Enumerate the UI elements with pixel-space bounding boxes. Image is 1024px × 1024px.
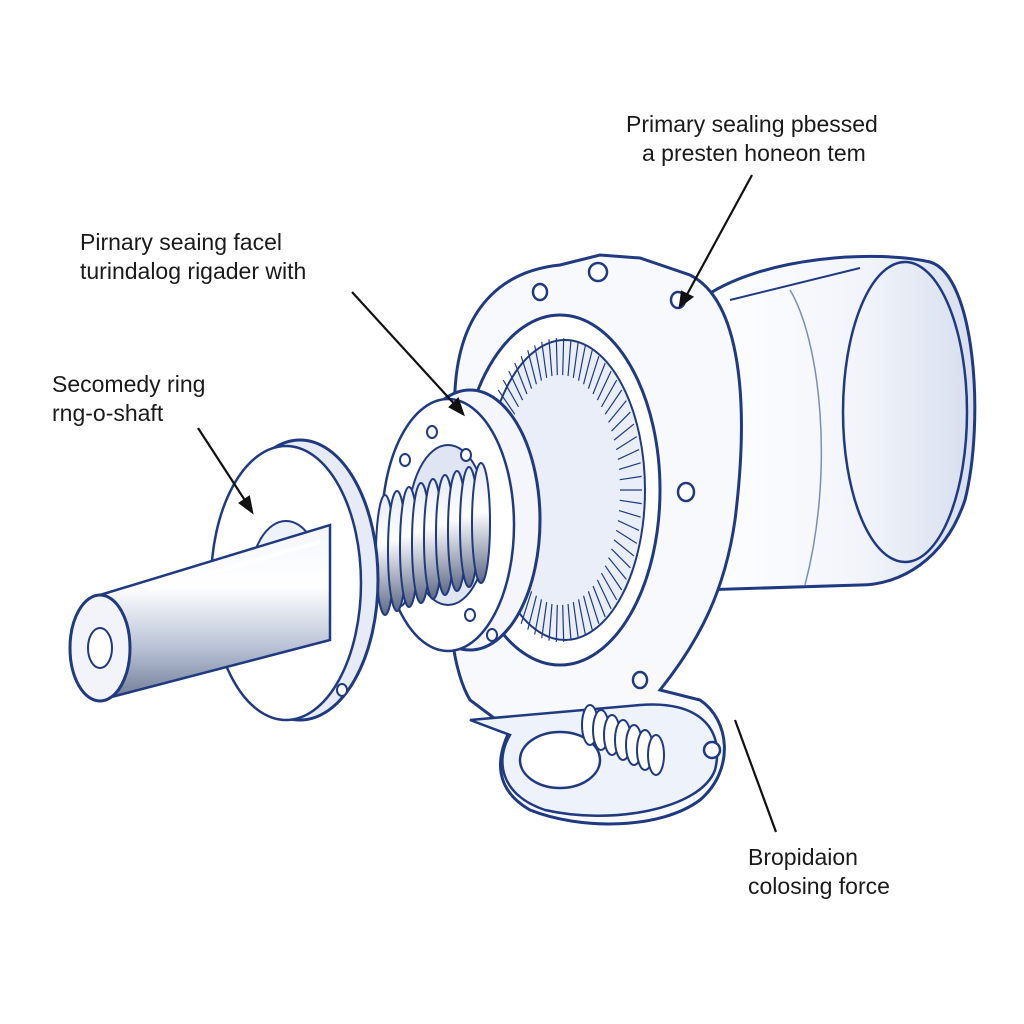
label-line: rng-o-shaft [52,400,164,426]
label-closing-force: Bropidaion colosing force [748,843,890,901]
rib-line [613,423,635,441]
rib-line [604,565,623,591]
rib-line [497,389,516,415]
rib-line [520,355,533,389]
base-spring [581,704,665,776]
rib-line [548,339,553,377]
arrow-top-right [683,174,753,301]
arrow-closing-force [733,719,778,833]
shaft-spring [375,462,491,616]
label-primary-sealing-face: Pirnary seaing facel turindalog rigader … [80,228,306,286]
label-line: colosing force [748,873,890,899]
rib-line [508,370,524,401]
leader-arrows [197,174,778,833]
label-primary-sealing-pressed: Primary sealing pbessed a presten honeon… [626,110,878,168]
rib-line [592,585,606,618]
rib-line [577,599,586,635]
label-secondary-ring: Secomedy ring rng-o-shaft [52,370,205,428]
rib-line [572,341,579,378]
rib-line [527,595,538,630]
rib-line [567,339,572,377]
rib-line [555,338,558,376]
rib-line [577,345,586,381]
label-line: Pirnary seaing facel [80,229,282,255]
rib-line [502,379,520,408]
rib-line [596,370,612,401]
label-line: Primary sealing pbessed [626,111,878,137]
rib-line [608,400,627,423]
label-line: a presten honeon tem [642,140,866,166]
base-spring-coil [647,734,665,776]
rib-line [567,603,572,641]
shaft [68,523,332,703]
rib-line [618,462,641,471]
spring-coil [471,462,491,584]
rib-line [619,499,642,505]
rib-line [520,591,533,625]
rib-line [582,350,593,385]
rib-line [587,591,600,625]
arrow-secondary-ring [197,427,249,506]
rib-line [548,603,553,641]
rib-line [534,345,543,381]
rib-line [604,389,623,415]
rib-line [562,604,565,642]
rib-line [534,599,543,635]
rib-line [527,350,538,385]
label-line: Bropidaion [748,844,858,870]
rib-line [608,557,627,580]
rib-line [555,604,558,642]
rib-line [613,539,635,557]
rib-line [541,602,548,639]
rib-line [615,529,638,544]
rib-line [618,509,641,518]
rib-line [600,379,618,408]
rib-line [615,436,638,451]
rib-line [514,362,528,395]
label-line: Secomedy ring [52,371,206,397]
rib-line [611,548,631,569]
rib-line [617,520,640,531]
rear-cylinder [698,254,977,592]
rib-line [619,475,642,481]
arrow-primary-face [351,291,459,409]
rib-line [572,602,579,639]
rib-line [582,595,593,630]
bolt-holes [531,261,722,760]
label-line: turindalog rigader with [80,258,307,284]
rib-line [541,341,548,378]
rib-line [562,338,565,376]
rib-line [587,355,600,389]
rib-line [592,362,606,395]
rib-line [611,411,631,432]
rib-line [596,579,612,610]
rib-line [617,449,640,460]
rib-line [600,572,618,601]
